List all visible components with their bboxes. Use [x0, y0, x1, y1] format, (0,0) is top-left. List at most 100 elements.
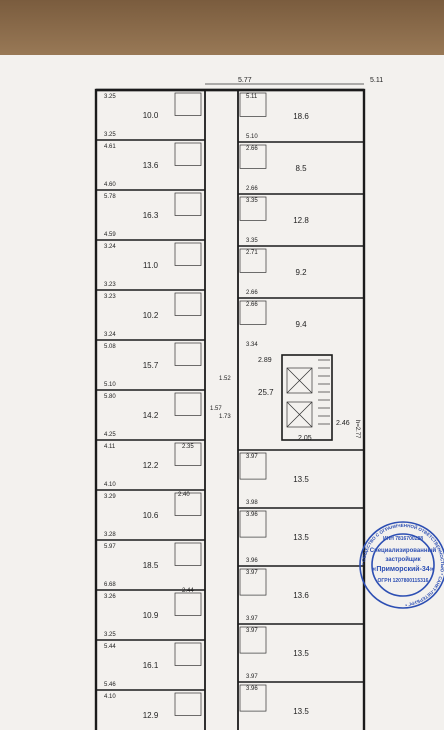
left-room-dim: 3.26 [104, 594, 116, 600]
right-room-dim: 3.96 [246, 558, 258, 564]
right-room-dim: 2.66 [246, 146, 258, 152]
right-room-dim: 2.71 [246, 250, 258, 256]
left-room-dim: 5.08 [104, 344, 116, 350]
left-bathroom [174, 392, 202, 416]
corridor-dim-5: 2.40 [178, 492, 190, 498]
right-bathroom [239, 684, 267, 712]
stamp-line-2: застройщик [385, 556, 420, 563]
left-bathroom [174, 242, 202, 266]
right-room-dim: 2.66 [246, 302, 258, 308]
right-bathroom [239, 510, 267, 538]
right-room-dim: 3.98 [246, 500, 258, 506]
left-bathroom [174, 692, 202, 716]
right-bathroom [239, 300, 267, 325]
right-room-dim: 3.97 [246, 674, 258, 680]
left-room-dim: 4.61 [104, 144, 116, 150]
left-room-dim: 5.78 [104, 194, 116, 200]
stamp-inn: ИНН 7816700228 [383, 536, 423, 542]
left-room-dim: 5.46 [104, 682, 116, 688]
top-dim-1: 5.77 [238, 77, 252, 84]
right-room-dim: 3.34 [246, 342, 258, 348]
stamp-line-1: Специализированный [370, 547, 437, 554]
left-room-area: 15.7 [143, 361, 159, 370]
right-room-area: 8.5 [295, 164, 307, 173]
right-room-dim: 5.10 [246, 134, 258, 140]
left-room-dim: 3.25 [104, 132, 116, 138]
right-room-area: 13.5 [293, 533, 309, 542]
right-room-dim: 3.97 [246, 570, 258, 576]
left-room-dim: 5.44 [104, 644, 116, 650]
left-room-dim: 3.24 [104, 244, 116, 250]
left-room-area: 16.3 [143, 211, 159, 220]
left-bathroom [174, 542, 202, 566]
left-room-area: 12.2 [143, 461, 159, 470]
core-dim-1: 2.89 [258, 357, 272, 364]
left-room-dim: 3.25 [104, 94, 116, 100]
right-room-area: 13.5 [293, 649, 309, 658]
document-sheet [0, 55, 444, 730]
corridor-dim-6: 2.44 [182, 588, 194, 594]
left-room-area: 13.6 [143, 161, 159, 170]
left-room-dim: 4.11 [104, 444, 116, 450]
right-room-dim: 3.35 [246, 238, 258, 244]
left-room-dim: 5.10 [104, 382, 116, 388]
left-room-area: 14.2 [143, 411, 159, 420]
right-room-dim: 2.66 [246, 290, 258, 296]
left-bathroom [174, 192, 202, 216]
right-room-area: 13.5 [293, 475, 309, 484]
left-room-area: 10.9 [143, 611, 159, 620]
company-stamp: Специализированный застройщик «Приморски… [359, 521, 444, 609]
right-room-area: 18.6 [293, 112, 309, 121]
stamp-line-3: «Приморский-34» [372, 565, 433, 573]
right-bathroom [239, 196, 267, 221]
left-room-dim: 4.10 [104, 482, 116, 488]
left-bathroom [174, 442, 202, 466]
right-room-area: 9.4 [295, 320, 307, 329]
left-room-area: 18.5 [143, 561, 159, 570]
right-room-dim: 2.66 [246, 186, 258, 192]
left-room-dim: 4.10 [104, 694, 116, 700]
left-room-dim: 3.25 [104, 632, 116, 638]
right-bathroom [239, 144, 267, 169]
stamp-ogrn: ОГРН 1207800115316 [378, 578, 429, 584]
left-room-area: 10.0 [143, 111, 159, 120]
left-room-area: 10.2 [143, 311, 159, 320]
right-room-dim: 3.35 [246, 198, 258, 204]
left-room-dim: 3.23 [104, 294, 116, 300]
corridor-dim-2: 1.73 [219, 414, 231, 420]
left-bathroom [174, 292, 202, 316]
left-bathroom [174, 142, 202, 166]
left-room-dim: 5.97 [104, 544, 116, 550]
right-bathroom [239, 568, 267, 596]
right-bathroom [239, 248, 267, 273]
right-room-area: 9.2 [295, 268, 307, 277]
right-room-area: 13.5 [293, 707, 309, 716]
core-dim-3: 2.46 [336, 420, 350, 427]
right-bathroom [239, 626, 267, 654]
left-bathroom [174, 342, 202, 366]
right-room-area: 12.8 [293, 216, 309, 225]
left-bathroom [174, 92, 202, 116]
top-dimensions: 5.77 5.11 [205, 77, 383, 85]
outer-walls [94, 88, 366, 730]
left-room-area: 12.9 [143, 711, 159, 720]
right-room-dim: 3.96 [246, 512, 258, 518]
stair-elevator-core: 2.89 2.05 2.46 25.7 h=2.77 [258, 354, 360, 442]
left-room-dim: 3.24 [104, 332, 116, 338]
right-room-dim: 3.97 [246, 628, 258, 634]
left-apartments: 10.03.253.2513.64.614.6016.35.784.5911.0… [96, 89, 205, 720]
corridor-dim-1: 1.52 [219, 376, 231, 382]
right-room-dim: 3.97 [246, 454, 258, 460]
core-height-note: h=2.77 [354, 420, 360, 439]
right-bathroom [239, 92, 267, 117]
corridor-dimensions: 1.52 1.73 1.57 2.35 2.40 2.44 [178, 376, 231, 594]
core-area: 25.7 [258, 388, 274, 397]
right-room-dim: 3.96 [246, 686, 258, 692]
left-room-area: 11.0 [143, 261, 159, 270]
left-room-dim: 4.25 [104, 432, 116, 438]
right-apartments: 18.65.115.108.52.662.6612.83.353.359.22.… [238, 89, 364, 716]
left-room-dim: 6.68 [104, 582, 116, 588]
left-room-dim: 3.28 [104, 532, 116, 538]
top-dim-2: 5.11 [370, 77, 383, 84]
